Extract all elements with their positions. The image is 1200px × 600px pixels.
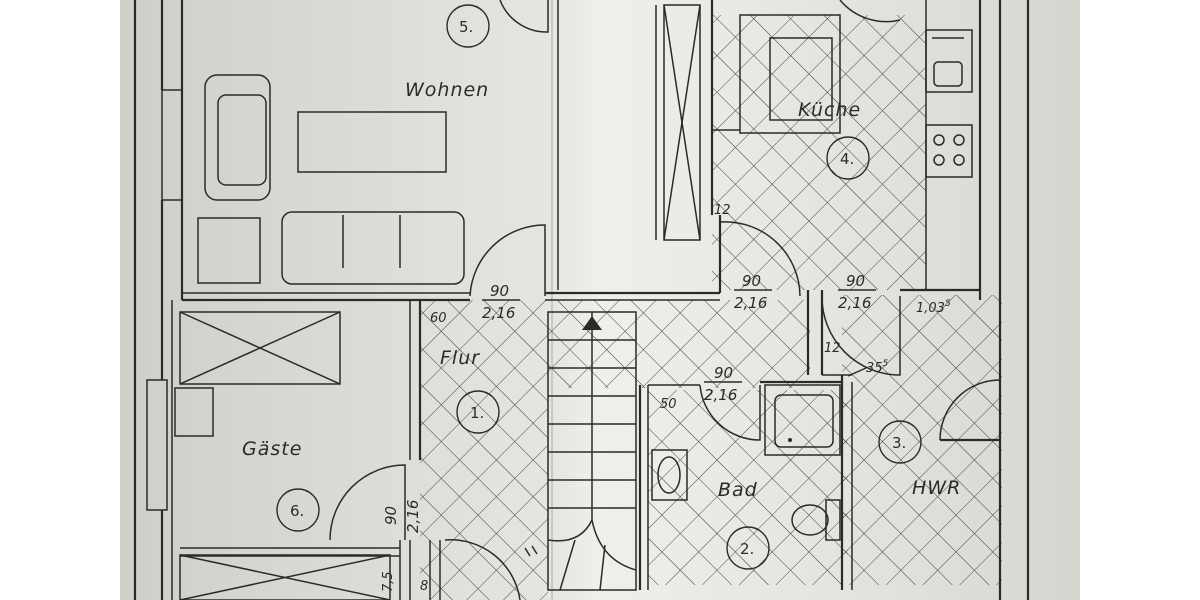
tiled-floors xyxy=(420,15,1002,600)
outer-walls xyxy=(133,0,1030,600)
door-hwr-outer xyxy=(939,379,1001,441)
doors xyxy=(329,0,1001,600)
dim-door-kueche-width: 90 xyxy=(742,272,761,290)
sofa xyxy=(281,211,465,285)
label-bad: Bad xyxy=(718,479,758,501)
label-kueche: Küche xyxy=(798,99,861,121)
dim-35: 355 xyxy=(866,359,889,376)
dim-12-mid: 12 xyxy=(824,341,841,356)
corridor-tiles xyxy=(548,300,810,388)
dim-door-hwr-width: 90 xyxy=(846,272,865,290)
guest-furniture xyxy=(174,311,391,600)
window-left-bottom xyxy=(146,379,168,511)
number-wohnen: 5. xyxy=(459,18,473,36)
dim-75: 7,5 xyxy=(381,571,396,592)
living-furniture xyxy=(197,74,465,285)
circle-gaeste xyxy=(276,488,320,532)
dim-door-hwr-height: 2,16 xyxy=(838,294,871,312)
label-wohnen: Wohnen xyxy=(405,79,489,101)
kitchen-island xyxy=(769,37,833,121)
dim-60: 60 xyxy=(430,311,447,326)
number-flur: 1. xyxy=(470,404,484,422)
window-bottom xyxy=(179,554,391,600)
door-entrance xyxy=(444,539,521,600)
number-kueche: 4. xyxy=(840,150,854,168)
circle-wohnen xyxy=(446,4,490,48)
room-number-circles xyxy=(276,4,922,570)
toilet-icon xyxy=(825,499,841,541)
circle-flur xyxy=(456,390,500,434)
dim-door-wohnen-width: 90 xyxy=(490,282,509,300)
dim-50: 50 xyxy=(660,397,677,412)
number-gaeste: 6. xyxy=(290,502,304,520)
dim-door-bad-width: 90 xyxy=(714,364,733,382)
wardrobe xyxy=(179,311,341,385)
door-wohnen-top xyxy=(499,0,549,33)
kitchen-tiles xyxy=(712,15,926,290)
door-kueche-top xyxy=(839,0,901,23)
dim-door-bad-height: 2,16 xyxy=(704,386,737,404)
number-hwr: 3. xyxy=(892,434,906,452)
circle-hwr xyxy=(878,420,922,464)
number-bad: 2. xyxy=(740,540,754,558)
dim-door-gaeste: 90 2,16 xyxy=(382,500,422,533)
door-wohnen xyxy=(469,224,546,297)
circle-bad xyxy=(726,526,770,570)
label-flur: Flur xyxy=(440,347,480,369)
label-gaeste: Gäste xyxy=(242,438,302,460)
dim-door-kueche-height: 2,16 xyxy=(734,294,767,312)
bath-fixtures xyxy=(651,384,841,541)
stair-arrow-icon xyxy=(582,316,602,330)
door-hwr xyxy=(821,295,901,376)
door-bad xyxy=(699,384,761,441)
central-shaft xyxy=(557,0,701,290)
door-kueche xyxy=(719,221,801,297)
dim-12-top: 12 xyxy=(714,203,731,218)
staircase xyxy=(547,311,637,591)
dim-door-gaeste-height: 2,16 xyxy=(404,500,422,533)
circle-kueche xyxy=(826,136,870,180)
dim-door-wohnen-height: 2,16 xyxy=(482,304,515,322)
chair xyxy=(197,217,261,284)
dim-103: 1,035 xyxy=(916,299,951,316)
label-hwr: HWR xyxy=(912,477,961,499)
dim-door-gaeste-width: 90 xyxy=(382,506,400,525)
coffee-table xyxy=(297,111,447,173)
shower-icon xyxy=(764,384,841,456)
kitchen-furniture xyxy=(739,0,973,290)
chimney xyxy=(663,4,701,241)
bath-tiles xyxy=(648,390,848,585)
armchair-left xyxy=(204,74,271,201)
dim-8: 8 xyxy=(420,579,428,594)
washbasin-icon xyxy=(651,449,688,501)
door-gaeste xyxy=(329,464,406,541)
